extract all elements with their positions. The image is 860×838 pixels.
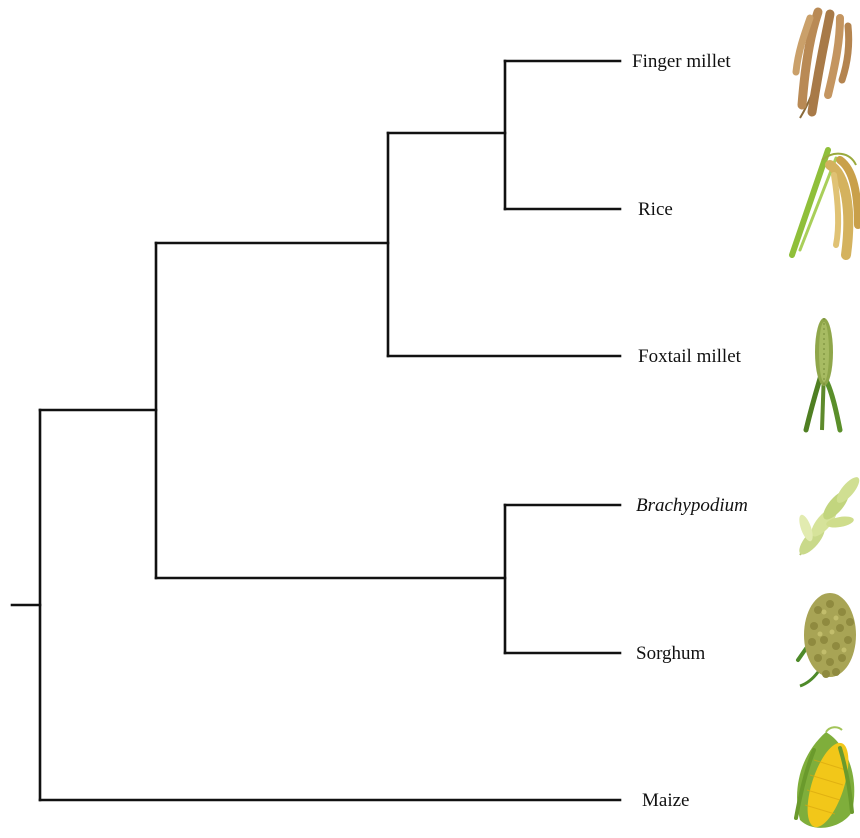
label-maize: Maize	[642, 790, 689, 811]
plant-images	[792, 12, 860, 832]
label-brachypodium: Brachypodium	[636, 495, 748, 516]
label-rice: Rice	[638, 199, 673, 220]
sorghum-image	[798, 593, 856, 686]
rice-image	[792, 150, 858, 255]
foxtail-millet-image	[806, 318, 840, 430]
brachypodium-image	[795, 474, 860, 558]
tree-branches	[12, 61, 620, 800]
label-foxtail-millet: Foxtail millet	[638, 346, 742, 367]
maize-image	[796, 727, 857, 832]
label-sorghum: Sorghum	[636, 643, 706, 664]
leaf-labels: Finger millet Rice Foxtail millet Brachy…	[632, 51, 748, 811]
label-finger-millet: Finger millet	[632, 51, 731, 72]
finger-millet-image	[796, 12, 849, 118]
